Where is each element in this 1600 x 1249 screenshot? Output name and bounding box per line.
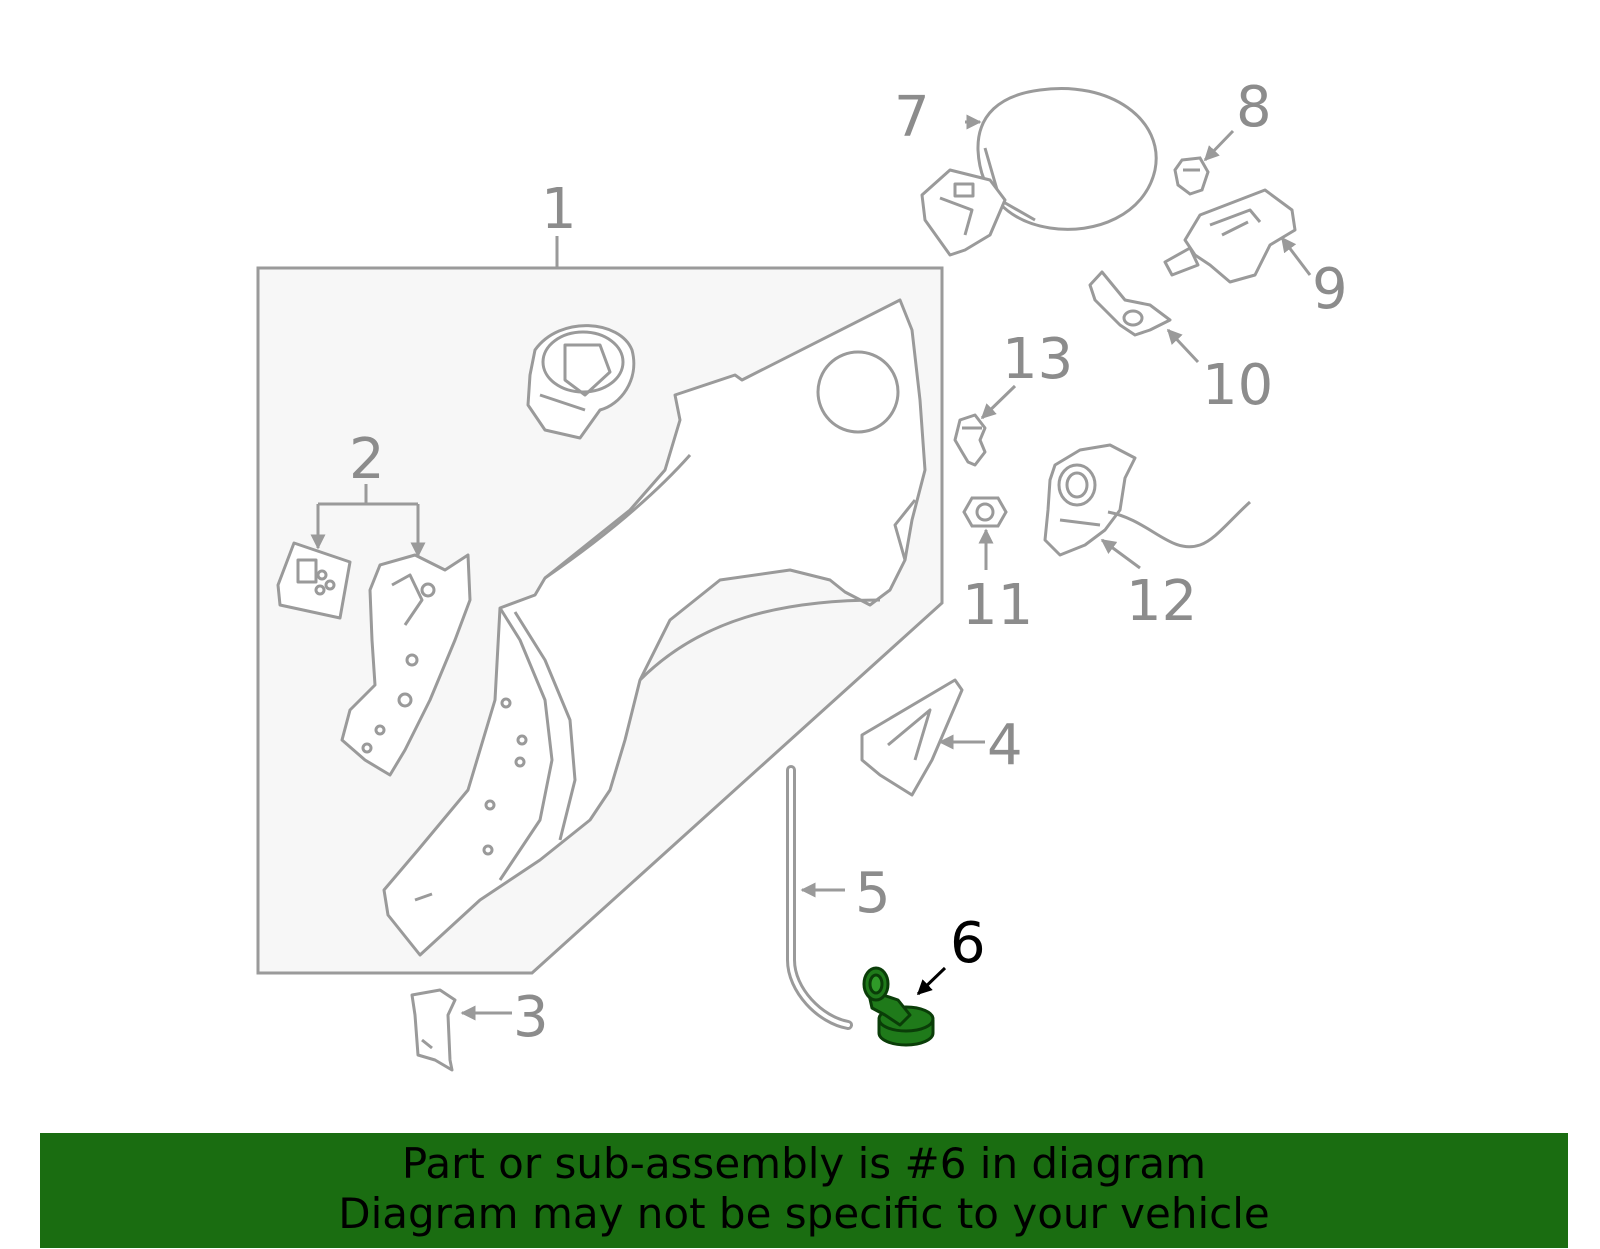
callout-12: 12 <box>1126 569 1198 634</box>
banner-disclaimer: Diagram may not be specific to your vehi… <box>338 1189 1270 1238</box>
part-2-brackets <box>276 541 472 777</box>
part-2-leader <box>310 484 426 558</box>
part-11-nut <box>962 496 1008 570</box>
part-9-actuator <box>1163 188 1312 284</box>
info-banner: Part or sub-assembly is #6 in diagram Di… <box>40 1133 1568 1248</box>
part-8-clip <box>1173 129 1235 196</box>
callout-4: 4 <box>987 713 1023 778</box>
part-4-gusset <box>860 678 985 797</box>
callout-3: 3 <box>513 985 549 1050</box>
callout-2: 2 <box>349 427 385 492</box>
banner-part-note: Part or sub-assembly is #6 in diagram <box>401 1139 1207 1188</box>
callout-11: 11 <box>962 573 1034 638</box>
callout-13: 13 <box>1002 327 1074 392</box>
callout-9: 9 <box>1312 257 1348 322</box>
part-13-push-clip <box>953 384 1017 467</box>
callout-6: 6 <box>950 911 986 976</box>
callout-1: 1 <box>541 177 577 242</box>
part-12-latch-cable <box>1043 443 1252 570</box>
part-7-fuel-door <box>920 87 1158 257</box>
part-3-bracket <box>410 988 512 1072</box>
callout-7: 7 <box>894 85 930 150</box>
part-6-drain-plug <box>862 966 947 1047</box>
part-10-lever <box>1088 270 1200 364</box>
quarter-panel-drawing <box>382 298 927 957</box>
callout-10: 10 <box>1202 353 1274 418</box>
callout-5: 5 <box>855 861 891 926</box>
callout-8: 8 <box>1236 75 1272 140</box>
part-5-seal-strip <box>786 765 853 1030</box>
